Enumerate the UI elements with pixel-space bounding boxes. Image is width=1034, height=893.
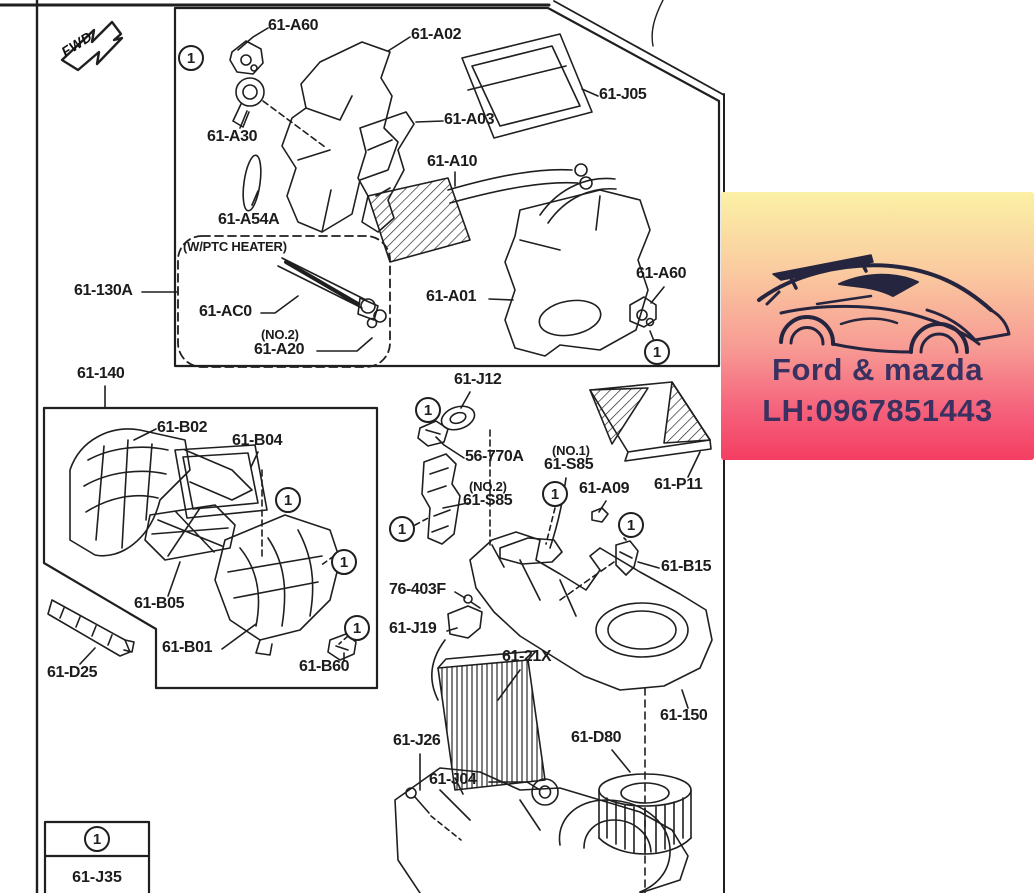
car-silhouette	[757, 254, 1011, 354]
bracket-56770a-drawing	[417, 420, 465, 459]
seller-watermark: Ford & mazda LH:0967851443	[721, 192, 1034, 460]
bracket-61b15-drawing	[559, 537, 660, 601]
duct-61s85-no2-drawing	[414, 429, 491, 546]
part-label-61a54a: 61-A54A	[218, 211, 280, 228]
heater-upper-case-61a02-drawing	[281, 36, 411, 233]
legend-table	[43, 820, 151, 893]
heater-lower-case-61a01-drawing	[488, 177, 651, 357]
part-label-61b02: 61-B02	[157, 419, 208, 436]
part-label-61d25: 61-D25	[47, 664, 98, 681]
part-label-61a10: 61-A10	[427, 153, 478, 170]
callout-marker: 1	[618, 512, 644, 538]
left-box	[42, 406, 379, 690]
seal-61b04-drawing	[174, 444, 268, 519]
scroll-case-drawing	[394, 767, 689, 893]
part-label-61s85-no2: 61-S85	[463, 492, 513, 509]
callout-marker: 1	[344, 615, 370, 641]
part-label-76-403f: 76-403F	[389, 581, 446, 598]
screw-61j26-drawing	[405, 753, 462, 841]
part-label-56-770a: 56-770A	[465, 448, 524, 465]
part-label-61-150: 61-150	[660, 707, 708, 724]
bracket-61j19-drawing	[431, 605, 483, 701]
callout-marker: 1	[644, 339, 670, 365]
actuator-61a60-top-drawing	[229, 27, 269, 75]
callout-marker: 1	[331, 549, 357, 575]
legend-part-number: 61-J35	[72, 869, 122, 886]
part-label-61a60-right: 61-A60	[636, 265, 687, 282]
part-label-no1: (NO.1)	[552, 443, 590, 458]
part-label-no2-a20: (NO.2)	[261, 327, 299, 342]
part-label-61p11: 61-P11	[654, 476, 703, 493]
part-label-61b15: 61-B15	[661, 558, 712, 575]
blower-case-61b01-drawing	[214, 469, 349, 656]
part-label-wptc-heater: (W/PTC HEATER)	[183, 239, 287, 254]
leader-lines	[104, 291, 178, 408]
part-label-no2-b: (NO.2)	[469, 479, 507, 494]
part-label-61-130a: 61-130A	[74, 282, 133, 299]
part-label-61j26: 61-J26	[393, 732, 441, 749]
callout-marker: 1	[542, 481, 568, 507]
callout-marker: 1	[275, 487, 301, 513]
part-label-61j12: 61-J12	[454, 371, 502, 388]
part-label-61a09: 61-A09	[579, 480, 630, 497]
legend-marker: 1	[84, 826, 110, 852]
part-label-61ac0: 61-AC0	[199, 303, 252, 320]
part-label-61b60: 61-B60	[299, 658, 350, 675]
part-label-61a02: 61-A02	[411, 26, 462, 43]
part-label-61-21x: 61-21X	[502, 648, 552, 665]
ptc-heater-dashed-box	[177, 235, 391, 368]
callout-marker: 1	[415, 397, 441, 423]
blower-motor-61d80-drawing	[598, 687, 692, 893]
inlet-duct-61b02-drawing	[69, 428, 253, 557]
part-label-61b01: 61-B01	[162, 639, 213, 656]
part-label-61b04: 61-B04	[232, 432, 283, 449]
part-label-61b05: 61-B05	[134, 595, 185, 612]
page-border	[0, 0, 725, 893]
ptc-element-61ac0-drawing	[242, 154, 387, 352]
part-label-61a03: 61-A03	[444, 111, 495, 128]
part-label-61a20: 61-A20	[254, 341, 305, 358]
grommet-61j04-drawing	[488, 778, 559, 806]
upper-box	[173, 6, 721, 368]
cooling-unit-case-61-150-drawing	[469, 531, 713, 709]
part-label-61-140: 61-140	[77, 365, 125, 382]
watermark-title: Ford & mazda	[772, 352, 983, 387]
seal-61j05-drawing	[461, 33, 599, 139]
watermark-phone: LH:0967851443	[762, 393, 993, 428]
part-label-61a30: 61-A30	[207, 128, 258, 145]
part-label-61j19: 61-J19	[389, 620, 437, 637]
part-label-61a01: 61-A01	[426, 288, 477, 305]
callout-marker: 1	[178, 45, 204, 71]
strip-61d25-drawing	[47, 599, 135, 665]
part-label-61d80: 61-D80	[571, 729, 622, 746]
part-label-61s85-no1: 61-S85	[544, 456, 594, 473]
fwd-arrow-shape	[60, 20, 124, 72]
grille-61b05-drawing	[144, 504, 236, 597]
part-label-61j05: 61-J05	[599, 86, 647, 103]
clip-61a09-drawing	[591, 500, 609, 523]
actuator-61a30-drawing	[232, 77, 326, 148]
cabin-filter-61p11-drawing	[589, 381, 712, 478]
heater-core-61a10-drawing	[367, 163, 593, 263]
evaporator-6121x-drawing	[437, 650, 546, 791]
callout-marker: 1	[389, 516, 415, 542]
part-label-61a60-top: 61-A60	[268, 17, 319, 34]
part-label-61j04: 61-J04	[429, 771, 477, 788]
screw-76403f-drawing	[454, 591, 481, 609]
grommet-61j12-drawing	[440, 391, 476, 431]
